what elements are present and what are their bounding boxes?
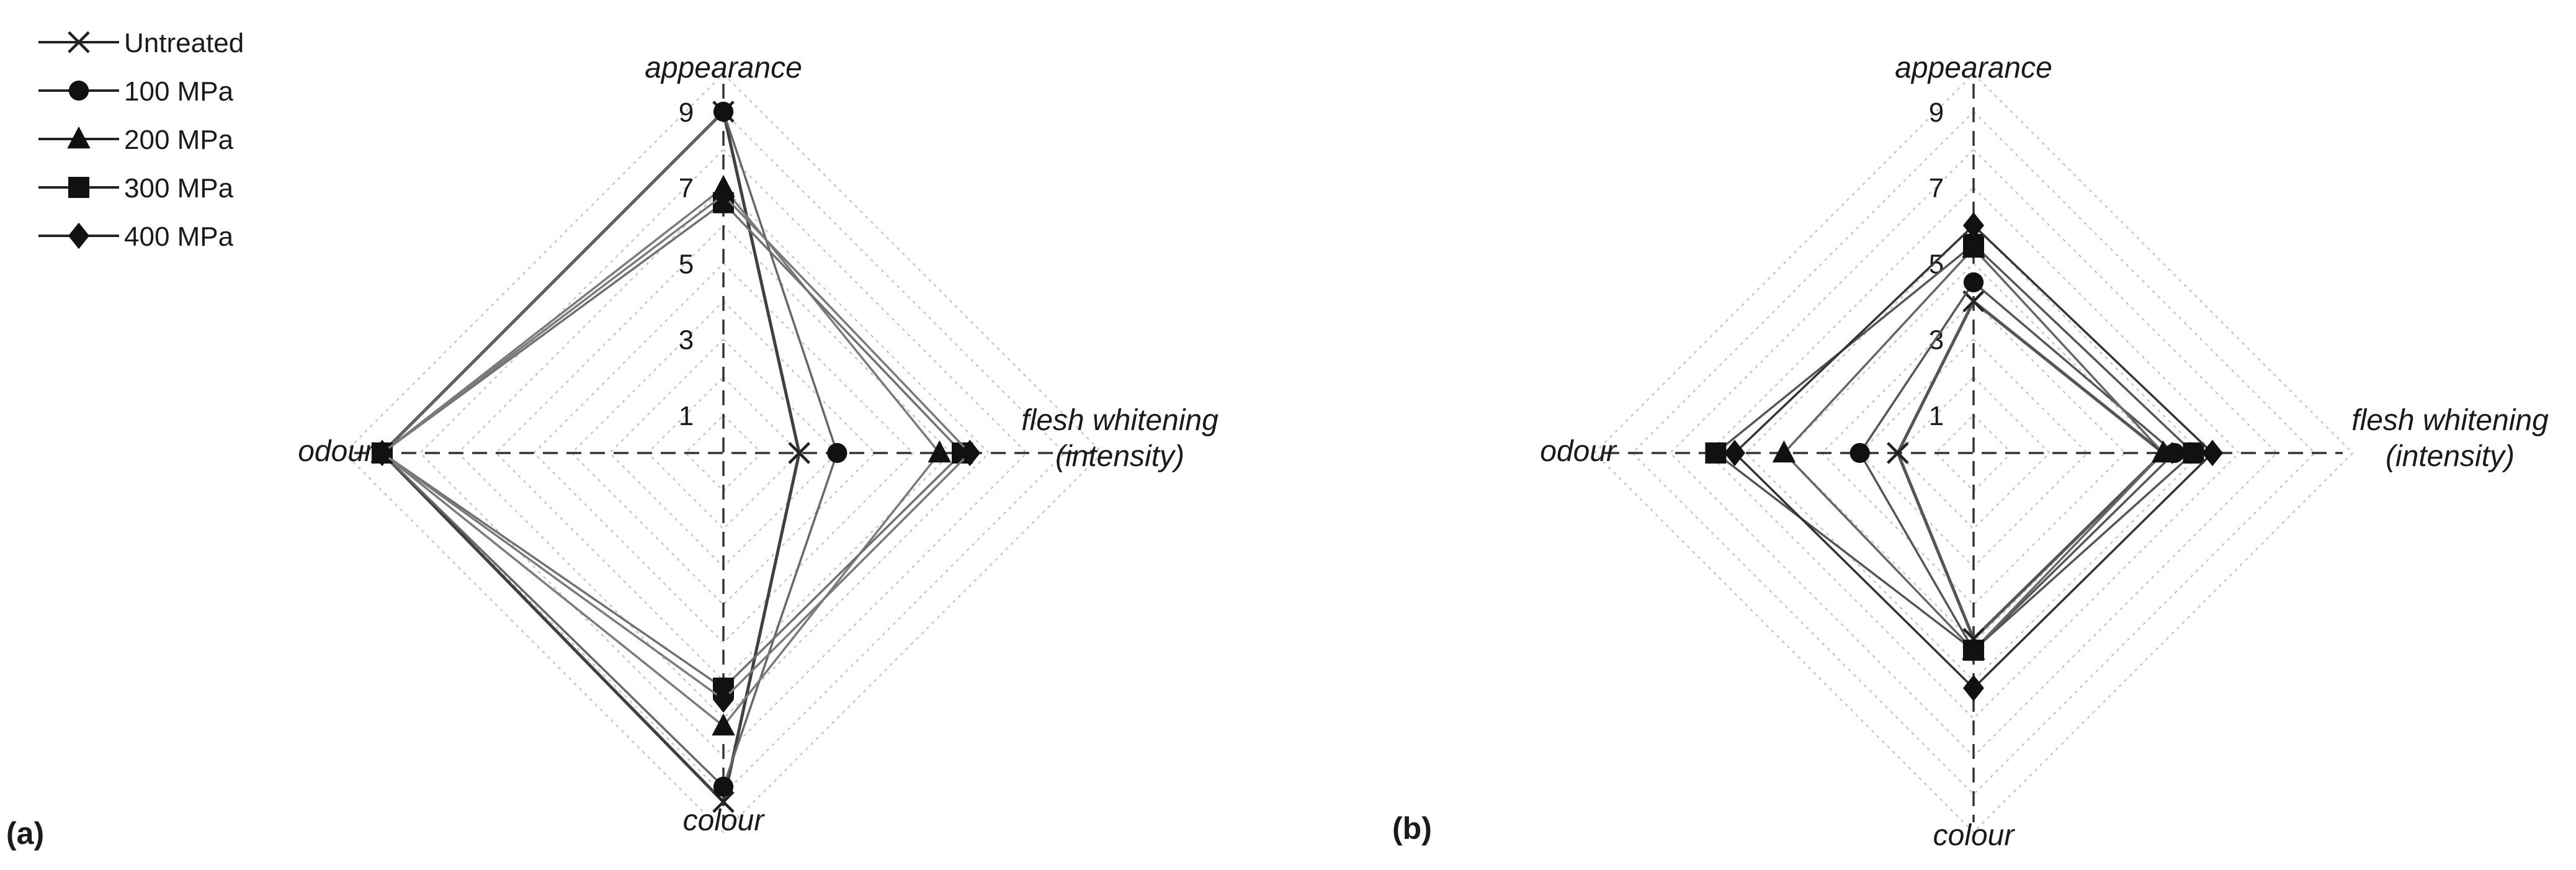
tick-label: 7 — [1929, 173, 1944, 204]
data-point — [2183, 442, 2204, 464]
data-point — [713, 686, 734, 713]
data-point — [1724, 439, 1745, 467]
data-point — [827, 442, 847, 464]
axis-title: flesh whitening(intensity) — [2351, 404, 2549, 473]
axis-title: odour — [298, 435, 375, 468]
legend-marker — [68, 222, 89, 249]
data-point — [1849, 442, 1870, 464]
data-point — [713, 101, 734, 122]
data-point — [928, 440, 951, 463]
grid-ring — [1745, 224, 2203, 682]
data-point — [1705, 442, 1727, 464]
axis-title: appearance — [1895, 52, 2052, 84]
legend-marker — [68, 80, 89, 101]
legend-item: 300 MPa — [38, 173, 234, 204]
data-point — [1962, 290, 1985, 313]
grid-ring — [646, 376, 800, 530]
legend: Untreated 100 MPa 200 MPa 300 MPa 400 MPa — [38, 28, 244, 252]
tick-label: 1 — [679, 401, 694, 431]
legend-marker — [68, 31, 90, 53]
legend-item: 400 MPa — [38, 222, 234, 252]
grid-ring — [1820, 300, 2127, 606]
legend-marker — [68, 177, 89, 198]
grid-ring — [1897, 376, 2051, 530]
series-square — [372, 192, 973, 699]
series-diamond — [1724, 212, 2223, 702]
legend-label: 300 MPa — [124, 173, 234, 204]
data-point — [713, 776, 734, 797]
data-point — [1772, 440, 1796, 463]
data-point — [788, 442, 810, 464]
radar-chart-a: 1 3 5 7 9 appearance flesh whitening(intensity… — [6, 52, 1219, 851]
data-point — [959, 439, 981, 467]
series-diamond — [372, 182, 981, 713]
grid-ring — [343, 73, 1104, 833]
legend-item: 100 MPa — [38, 76, 234, 107]
grid-ring — [1707, 186, 2240, 720]
data-point — [712, 791, 735, 813]
tick-label: 1 — [1929, 401, 1944, 431]
series-square — [1705, 233, 2204, 661]
data-point — [372, 439, 393, 467]
grid-ring — [570, 300, 877, 606]
axis-title: flesh whitening(intensity) — [1021, 404, 1219, 473]
data-point — [713, 182, 734, 209]
grid-ring — [494, 224, 952, 682]
legend-label: 100 MPa — [124, 76, 234, 107]
axis-title: colour — [683, 804, 766, 837]
legend-label: Untreated — [124, 28, 244, 58]
data-point — [1963, 639, 1984, 661]
data-point — [1887, 442, 1909, 464]
grid-ring — [532, 262, 915, 644]
series-circle — [1849, 272, 2185, 660]
tick-label: 5 — [679, 249, 694, 279]
grid-ring — [1631, 110, 2316, 796]
series-circle — [372, 101, 847, 797]
tick-label: 7 — [679, 173, 694, 204]
data-point — [1963, 675, 1984, 702]
data-point — [2202, 439, 2223, 467]
legend-item: 200 MPa — [38, 125, 234, 155]
tick-label: 9 — [679, 97, 694, 128]
legend-label: 200 MPa — [124, 125, 234, 155]
data-point — [1963, 212, 1984, 239]
axis-title: colour — [1933, 819, 2016, 852]
legend-marker — [67, 126, 91, 149]
grid-ring — [1593, 73, 2354, 833]
axis-title: odour — [1540, 435, 1617, 468]
data-point — [2151, 440, 2175, 463]
tick-label: 3 — [679, 325, 694, 356]
axis-title: appearance — [645, 52, 802, 84]
panel-label: (a) — [6, 816, 44, 851]
legend-item: Untreated — [38, 28, 244, 58]
panel-label: (b) — [1392, 811, 1432, 846]
series-triangle — [370, 174, 951, 736]
grid-ring — [457, 186, 990, 720]
legend-label: 400 MPa — [124, 222, 234, 252]
series-x — [371, 101, 810, 813]
series-line — [380, 201, 964, 690]
data-point — [712, 713, 735, 736]
series-line — [1733, 223, 2214, 690]
tick-label: 9 — [1929, 97, 1944, 128]
data-point — [1963, 272, 1984, 293]
